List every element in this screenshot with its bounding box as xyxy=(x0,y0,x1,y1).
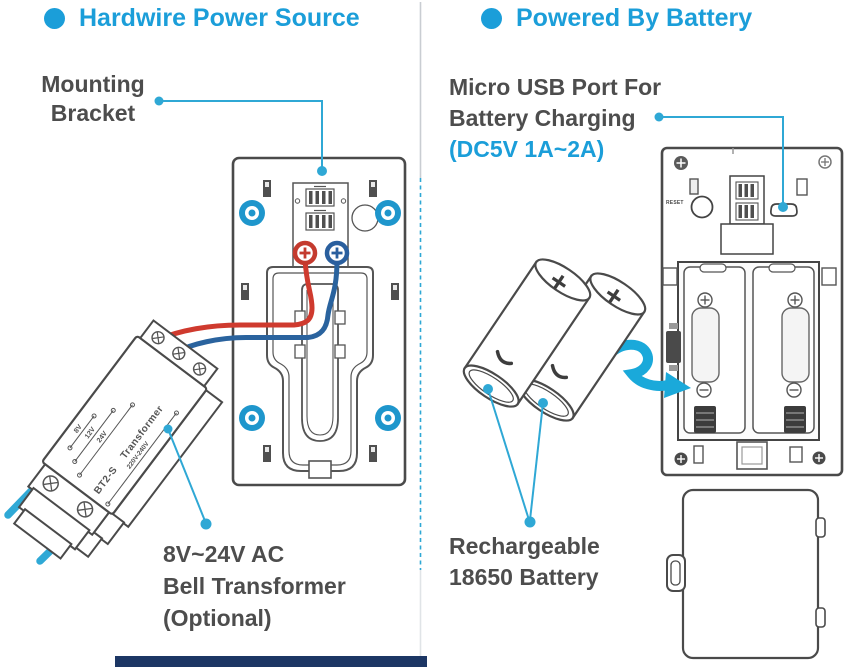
slot-left xyxy=(689,178,699,195)
terminal-grille xyxy=(305,185,335,207)
polarity-minus-marks xyxy=(696,382,802,398)
blue-screw-terminal xyxy=(324,240,350,266)
battery-compartment xyxy=(677,261,820,441)
case-screw-left xyxy=(674,156,688,170)
mounting-bracket-label: Mounting Bracket xyxy=(41,71,145,126)
bracket-leader xyxy=(154,96,327,176)
reset-label: RESET xyxy=(666,200,684,206)
battery-minus xyxy=(495,349,514,366)
battery-minus xyxy=(550,363,569,380)
red-screw-terminal xyxy=(292,240,318,266)
hardwire-section-title: Hardwire Power Source xyxy=(44,4,360,33)
cover-clip-top xyxy=(815,517,826,538)
bullet-icon xyxy=(44,8,65,29)
battery-leader xyxy=(483,384,548,528)
bell-transformer-label: 8V~24V AC Bell Transformer (Optional) xyxy=(163,541,346,631)
bracket-slots xyxy=(241,180,399,462)
side-tab-left xyxy=(662,267,678,286)
micro-usb-label: Micro USB Port For Battery Charging (DC5… xyxy=(449,74,662,162)
polarity-plus-marks xyxy=(697,292,803,308)
doorbell-back-illustration: RESET xyxy=(660,146,844,477)
case-screw-right xyxy=(818,155,832,169)
bell-transformer-illustration: 8V 12V 24V 220V-240V BT2-S Transformer xyxy=(12,319,224,560)
spring-contacts xyxy=(694,406,806,433)
slot-right xyxy=(796,178,808,196)
insert-arrow xyxy=(605,339,691,398)
bottom-tab xyxy=(308,460,332,479)
mounting-bracket-illustration xyxy=(154,156,407,487)
transformer-leader xyxy=(163,424,212,530)
transformer-terminal-screws xyxy=(151,331,207,376)
cover-clip-bottom xyxy=(815,607,826,628)
keyhole-mount xyxy=(266,266,374,479)
side-latch xyxy=(666,323,681,371)
wire-hole xyxy=(351,204,379,232)
page-footer-bar xyxy=(115,656,427,667)
transformer-base-screws xyxy=(42,475,94,518)
contact-block xyxy=(720,175,774,255)
battery-cover-illustration xyxy=(666,488,826,660)
battery-section-title: Powered By Battery xyxy=(481,4,752,33)
tap-8v: 8V xyxy=(73,423,84,434)
blue-wire xyxy=(173,257,340,355)
battery-title-text: Powered By Battery xyxy=(516,4,753,32)
rechargeable-battery-label: Rechargeable 18650 Battery xyxy=(449,533,600,590)
terminal-grille xyxy=(305,209,335,231)
red-wire xyxy=(154,257,315,343)
usb-leader xyxy=(654,112,788,212)
bracket-screws xyxy=(239,200,401,431)
side-tab-right xyxy=(821,267,837,286)
hardwire-title-text: Hardwire Power Source xyxy=(79,4,360,32)
bottom-hardware xyxy=(674,441,826,470)
reset-button xyxy=(690,195,714,219)
bullet-icon xyxy=(481,8,502,29)
